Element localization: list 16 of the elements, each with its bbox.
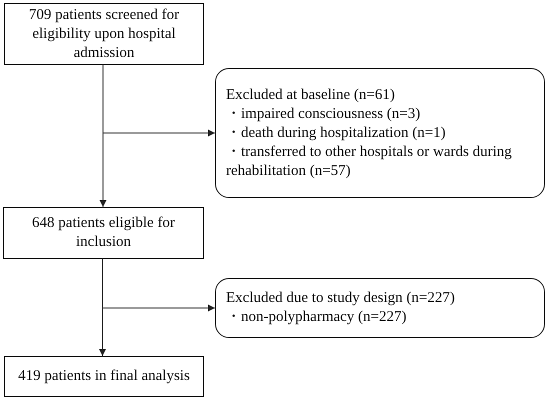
box-text: 709 patients screened for eligibility upon hospital admission <box>28 6 180 62</box>
box-text: ・non-polypharmacy (n=227) <box>226 308 406 327</box>
box-text: 648 patients eligible for inclusion <box>31 214 176 252</box>
box-text: Excluded at baseline (n=61) <box>226 86 395 104</box>
box-text: 419 patients in final analysis <box>18 367 190 386</box>
exclusion-box <box>215 278 545 338</box>
box-text: Excluded due to study design (n=227) <box>226 289 455 308</box>
arrow <box>102 64 216 136</box>
process-box <box>4 356 204 397</box>
exclusion-box <box>215 68 545 198</box>
box-text: ・transferred to other hospitals or wards during rehabilitation (n=57) <box>226 142 513 180</box>
process-box <box>4 3 204 65</box>
arrow <box>102 258 216 312</box>
box-text: ・impaired consciousness (n=3) <box>226 104 420 124</box>
process-box <box>3 207 204 259</box>
box-text: ・death during hospitalization (n=1) <box>226 124 446 142</box>
